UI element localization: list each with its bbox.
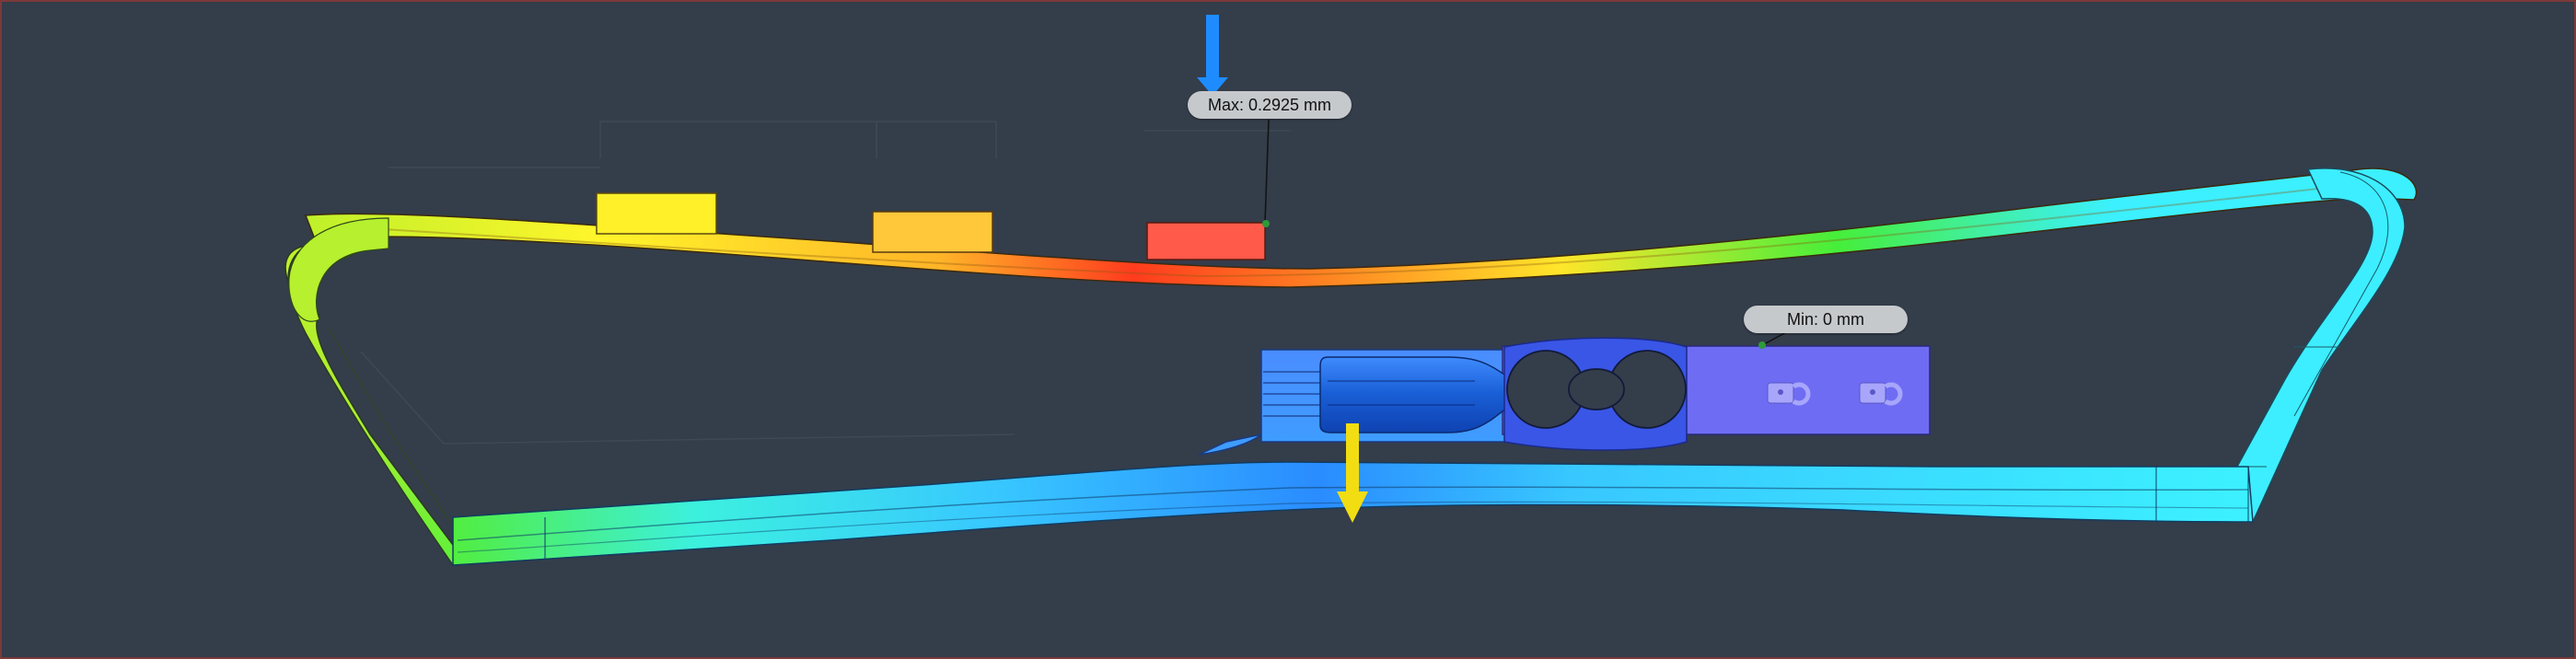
load-arrow-top-icon[interactable]	[1197, 15, 1228, 96]
ring-edge-line	[328, 328, 463, 541]
beam-segment-line	[544, 467, 2249, 560]
construction-lines	[360, 121, 1291, 445]
hole-pair	[1506, 350, 1687, 429]
top-tab-1[interactable]	[596, 192, 717, 235]
load-arrow-bottom-icon[interactable]	[1337, 423, 1368, 523]
clamp-body[interactable]	[1319, 356, 1513, 434]
clamp-ribs	[1263, 371, 1328, 417]
min-leader-line	[1763, 330, 1789, 345]
min-deflection-label: Min: 0 mm	[1744, 306, 1908, 333]
top-tab-2[interactable]	[872, 211, 993, 253]
lock-icon[interactable]	[1859, 382, 1903, 406]
ring-top-beam[interactable]	[304, 168, 2418, 288]
lock-icon[interactable]	[1767, 382, 1811, 406]
ring-edge-line	[2293, 171, 2389, 417]
beam-highlight-line	[351, 183, 2360, 278]
max-leader-line	[1264, 119, 1270, 224]
top-tab-3[interactable]	[1146, 222, 1266, 260]
beam-edge-line	[457, 501, 2249, 553]
clamp-edge-line	[1328, 380, 1475, 406]
ring-right-side[interactable]	[2205, 168, 2406, 523]
beam-edge-line	[457, 486, 2249, 541]
max-deflection-label: Max: 0.2925 mm	[1188, 91, 1352, 119]
ring-corner-left[interactable]	[288, 217, 389, 322]
max-probe-dot	[1262, 220, 1270, 227]
min-probe-dot	[1758, 341, 1766, 349]
